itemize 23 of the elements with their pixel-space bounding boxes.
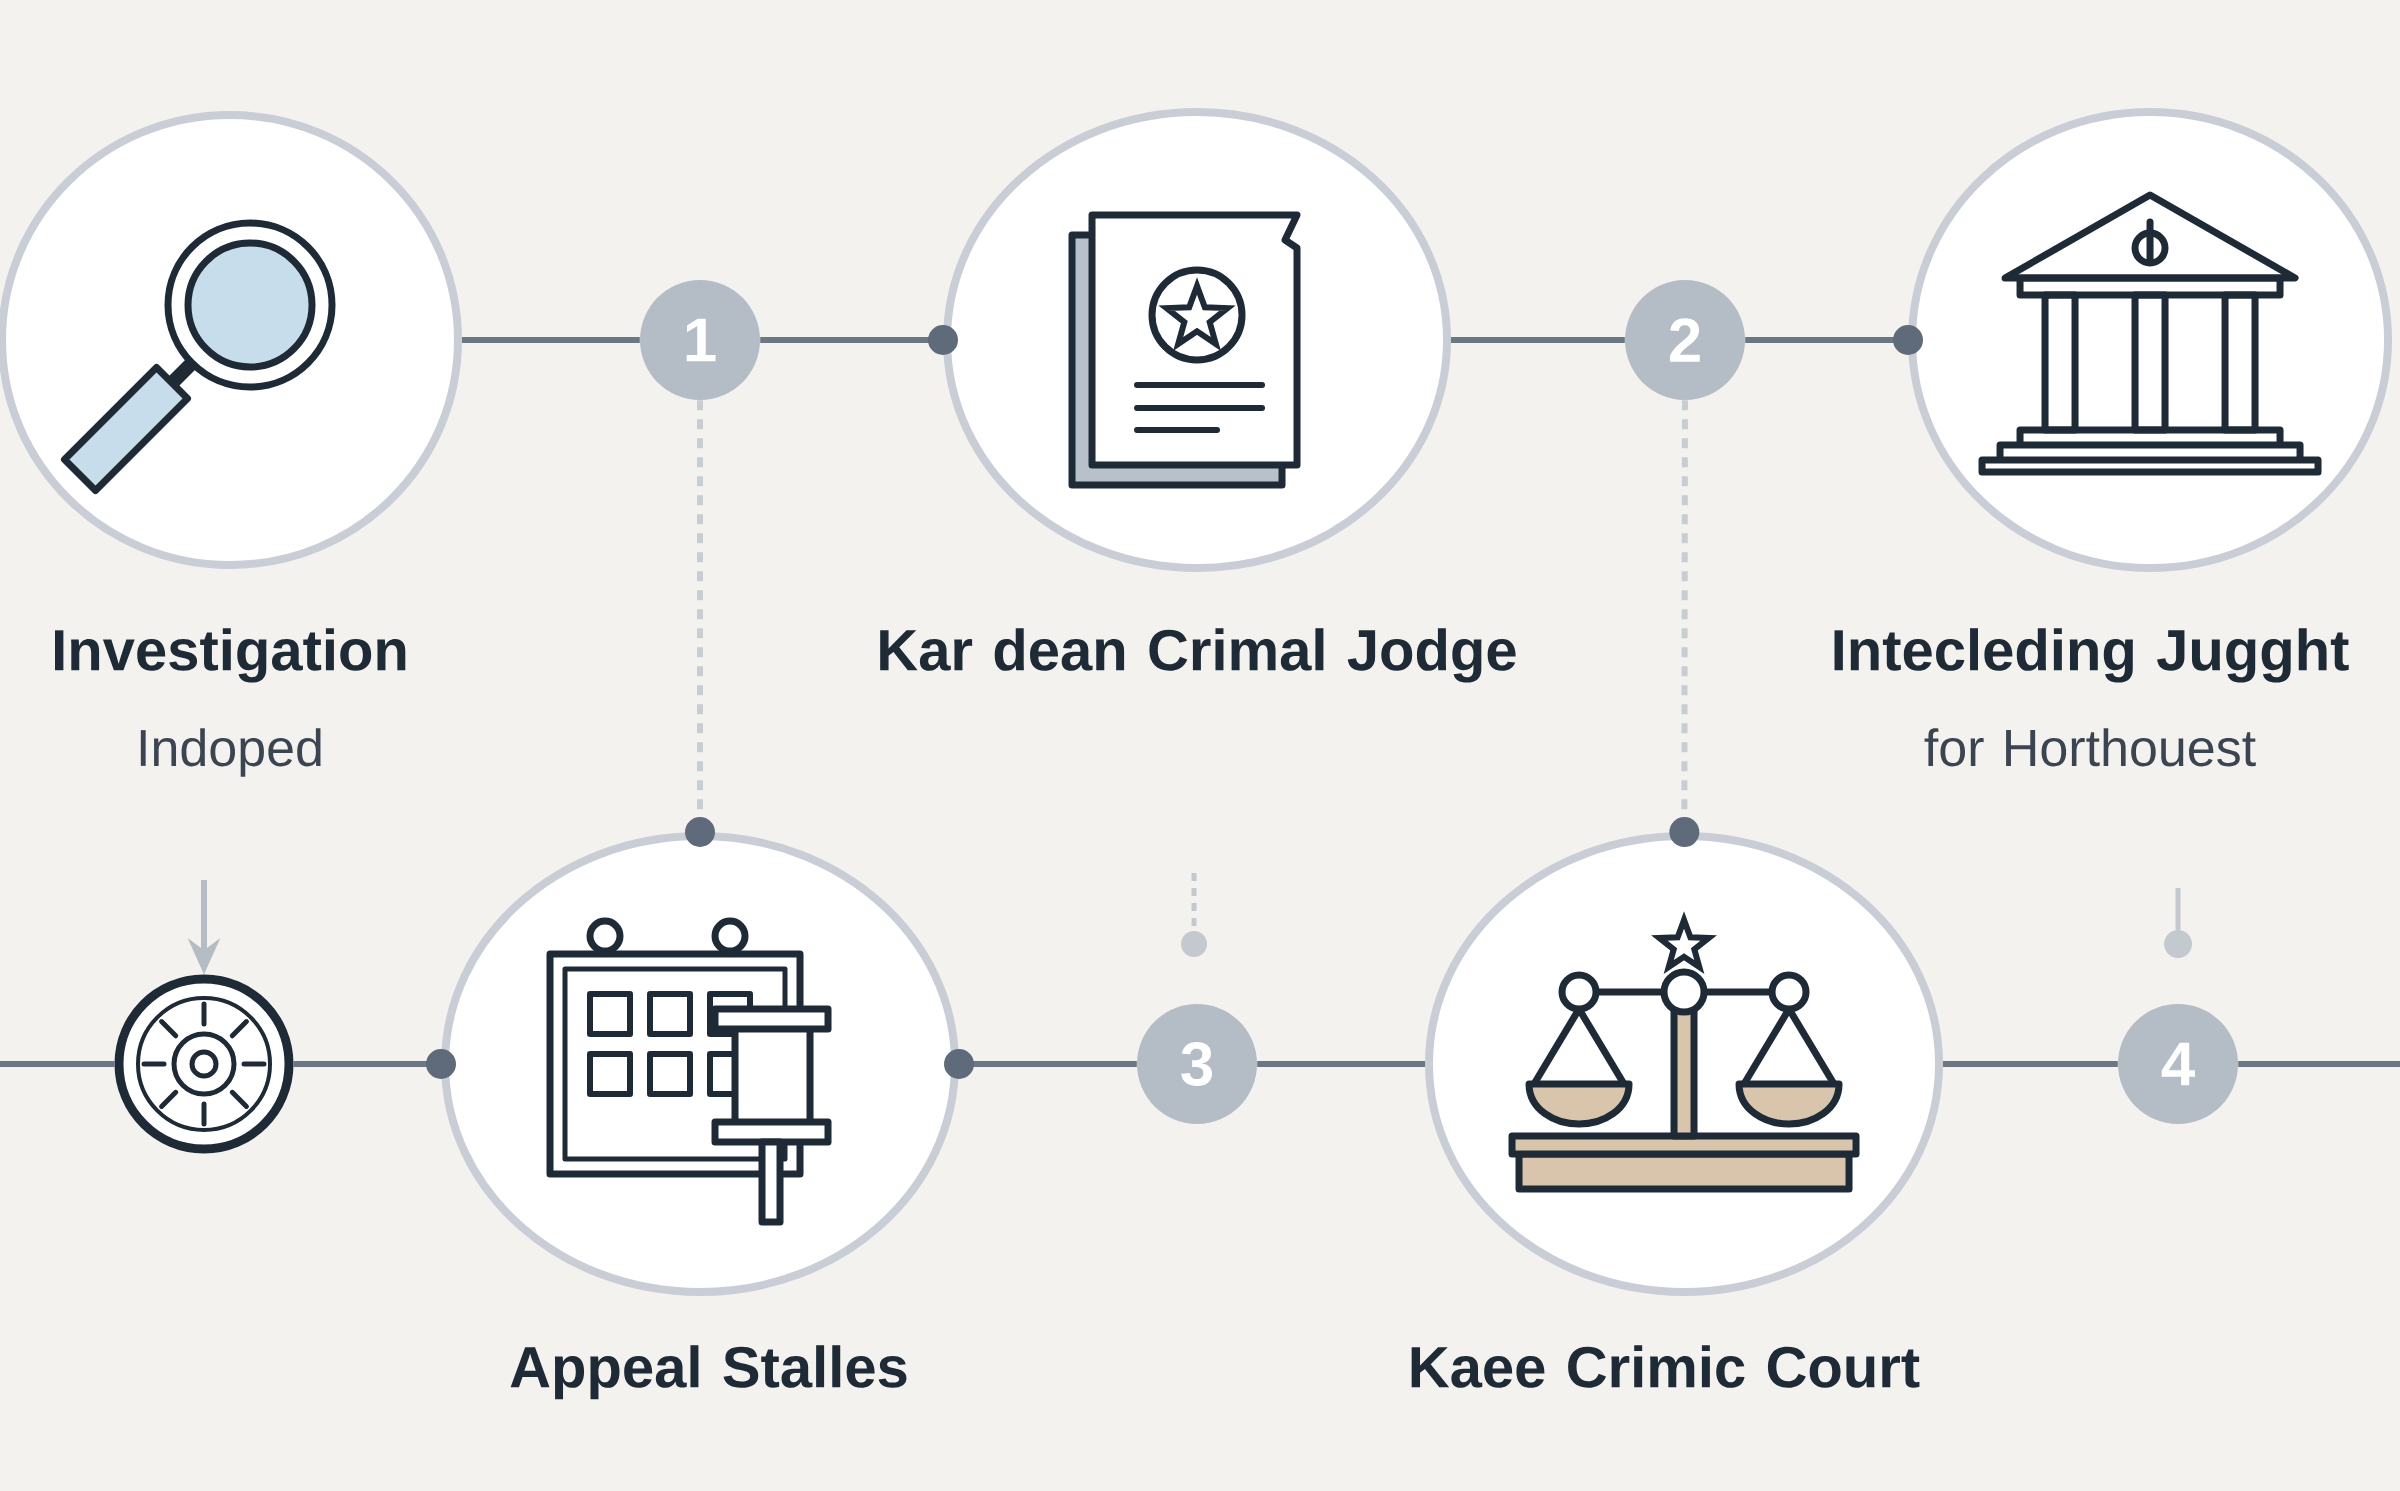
step-title: Kar dean Crimal Jodge <box>880 628 1516 683</box>
dial-icon <box>114 974 294 1154</box>
step-title: Intecleding Jugght <box>1834 628 2349 683</box>
connector-line <box>0 1061 115 1067</box>
connector-line <box>293 1049 456 1079</box>
step-number-badge: 1 <box>640 280 760 400</box>
step-subtitle: for Horthouest <box>1924 728 2256 767</box>
connector-line <box>1669 400 1700 847</box>
step-number-badge: 3 <box>1137 1004 1257 1124</box>
step-subtitle: Indoped <box>140 728 321 777</box>
step-number-badge: 2 <box>1625 280 1745 400</box>
connector-line <box>1451 337 1625 343</box>
connector-line <box>1745 325 1924 355</box>
step-title: Kaee Crimic Court <box>1411 1345 1920 1388</box>
step-title: Investigation <box>55 628 406 683</box>
connector-line <box>1943 1061 2118 1067</box>
connector-line <box>760 325 958 355</box>
connector-line <box>944 1049 1137 1079</box>
step-number-badge: 4 <box>2118 1004 2239 1124</box>
connector-line <box>685 400 715 847</box>
step-title: Appeal Stalles <box>510 1345 907 1400</box>
connector-line <box>2238 1061 2400 1067</box>
connector-line <box>462 337 640 343</box>
